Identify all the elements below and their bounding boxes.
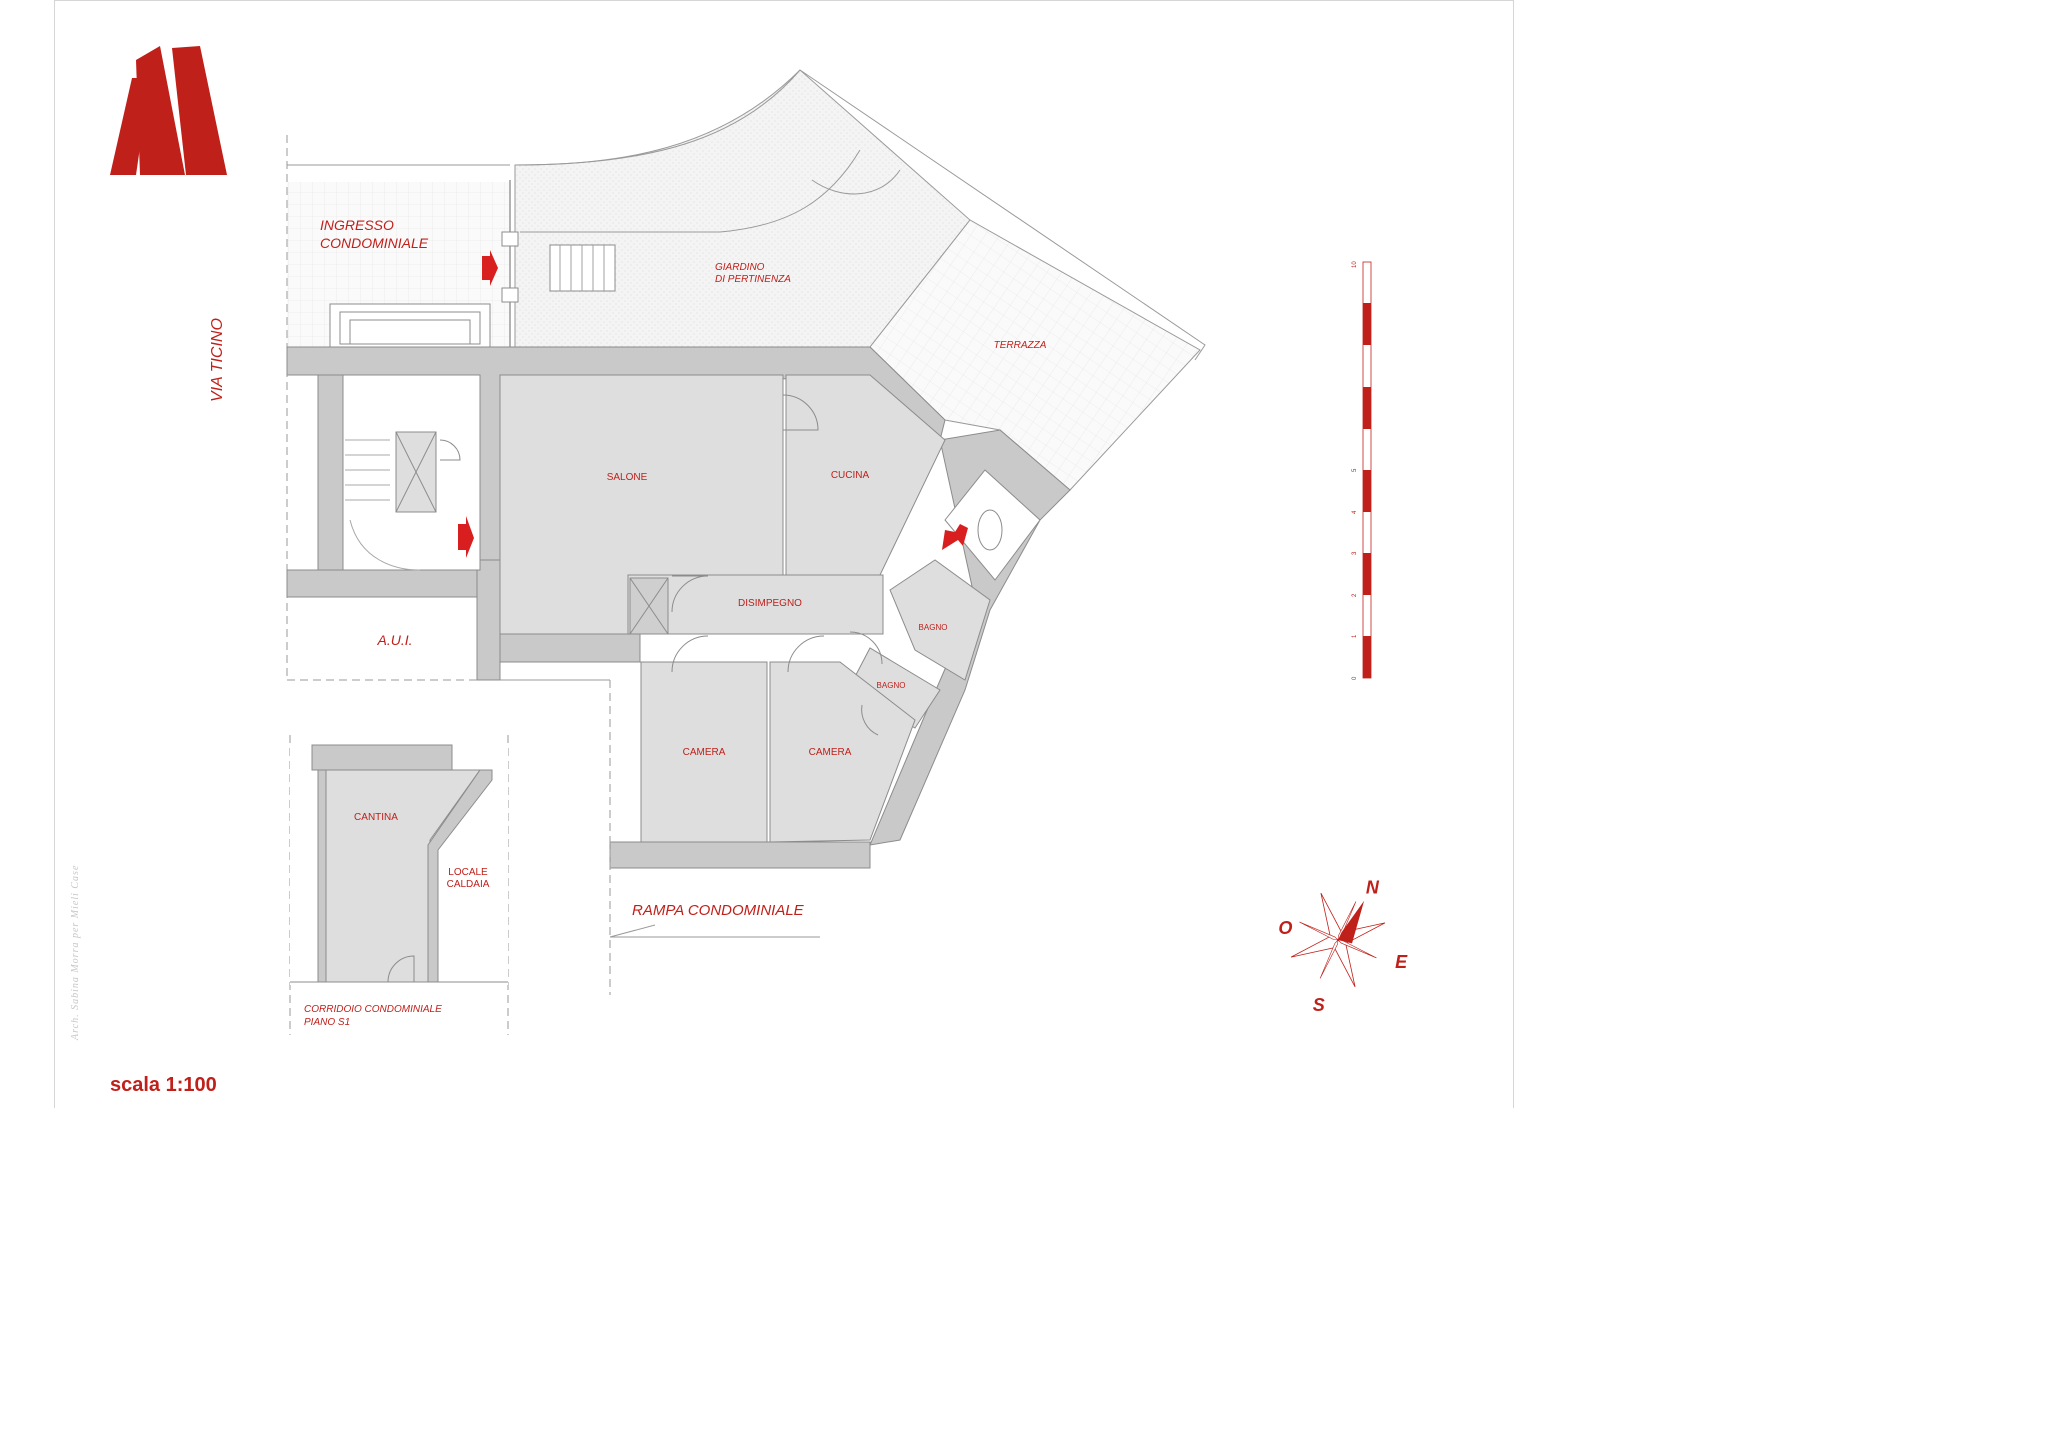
logo: [110, 46, 227, 175]
floor-plan-drawing: SALONE CUCINA DISIMPEGNO BAGNO BAGNO CAM…: [110, 46, 1408, 1035]
entry-arrows: [458, 250, 968, 558]
frame-left-line: [54, 0, 55, 1108]
compass-o: O: [1278, 918, 1292, 938]
aui-and-basement: [287, 679, 611, 1035]
area-labels: INGRESSO CONDOMINIALE GIARDINO DI PERTIN…: [209, 217, 1047, 1028]
frame-right-line: [1513, 0, 1514, 1108]
scale-tick-3: 3: [1352, 551, 1358, 555]
stair-core: [342, 374, 481, 571]
compass-north-needle: [1338, 900, 1365, 944]
compass-n: N: [1366, 878, 1380, 898]
label-rampa: RAMPA CONDOMINIALE: [632, 902, 805, 919]
rooms: [499, 374, 1041, 843]
label-bagno-1: BAGNO: [919, 623, 948, 632]
label-piano-s1: PIANO S1: [304, 1017, 350, 1028]
floor-plan-sheet: SALONE CUCINA DISIMPEGNO BAGNO BAGNO CAM…: [54, 0, 1514, 1108]
rampa: [609, 924, 820, 938]
label-terrazza: TERRAZZA: [994, 340, 1047, 351]
scale-bar: 0 1 2 3 4 5 10: [1352, 261, 1372, 680]
author-credit: Arch. Sabina Morra per Mieli Case: [70, 864, 81, 1040]
scale-tick-1: 1: [1352, 634, 1358, 638]
arrow-service-stair: [942, 524, 968, 550]
arrow-ingresso: [482, 250, 498, 286]
label-salone: SALONE: [607, 472, 648, 483]
room-labels: SALONE CUCINA DISIMPEGNO BAGNO BAGNO CAM…: [354, 470, 947, 890]
label-locale: LOCALE: [448, 867, 488, 878]
label-cucina: CUCINA: [831, 470, 870, 481]
door-swings: [439, 394, 883, 736]
ingresso-area: [286, 135, 511, 680]
scale-tick-0: 0: [1352, 676, 1358, 680]
scale-tick-5: 5: [1352, 468, 1358, 472]
scale-label: scala 1:100: [110, 1074, 217, 1096]
label-cantina: CANTINA: [354, 812, 398, 823]
compass-rose: N E S O: [1278, 878, 1408, 1015]
label-condominiale: CONDOMINIALE: [320, 235, 429, 251]
compass-s: S: [1313, 995, 1325, 1015]
scale-tick-10: 10: [1352, 261, 1358, 268]
label-via-ticino: VIA TICINO: [209, 318, 226, 402]
label-ingresso: INGRESSO: [320, 217, 394, 233]
scale-tick-2: 2: [1352, 593, 1358, 597]
label-camera-1: CAMERA: [683, 747, 726, 758]
label-giardino: GIARDINO: [715, 262, 765, 273]
label-pertinenza: DI PERTINENZA: [715, 274, 791, 285]
label-aui: A.U.I.: [376, 632, 412, 648]
label-corridoio: CORRIDOIO CONDOMINIALE: [304, 1004, 442, 1015]
compass-e: E: [1395, 952, 1408, 972]
label-bagno-2: BAGNO: [877, 681, 906, 690]
label-disimpegno: DISIMPEGNO: [738, 598, 802, 609]
label-camera-2: CAMERA: [809, 747, 852, 758]
label-caldaia: CALDAIA: [447, 879, 490, 890]
giardino-area: [501, 69, 971, 348]
frame-top-line: [54, 0, 1514, 1]
arrow-stair: [458, 516, 474, 558]
scale-tick-4: 4: [1352, 510, 1358, 514]
